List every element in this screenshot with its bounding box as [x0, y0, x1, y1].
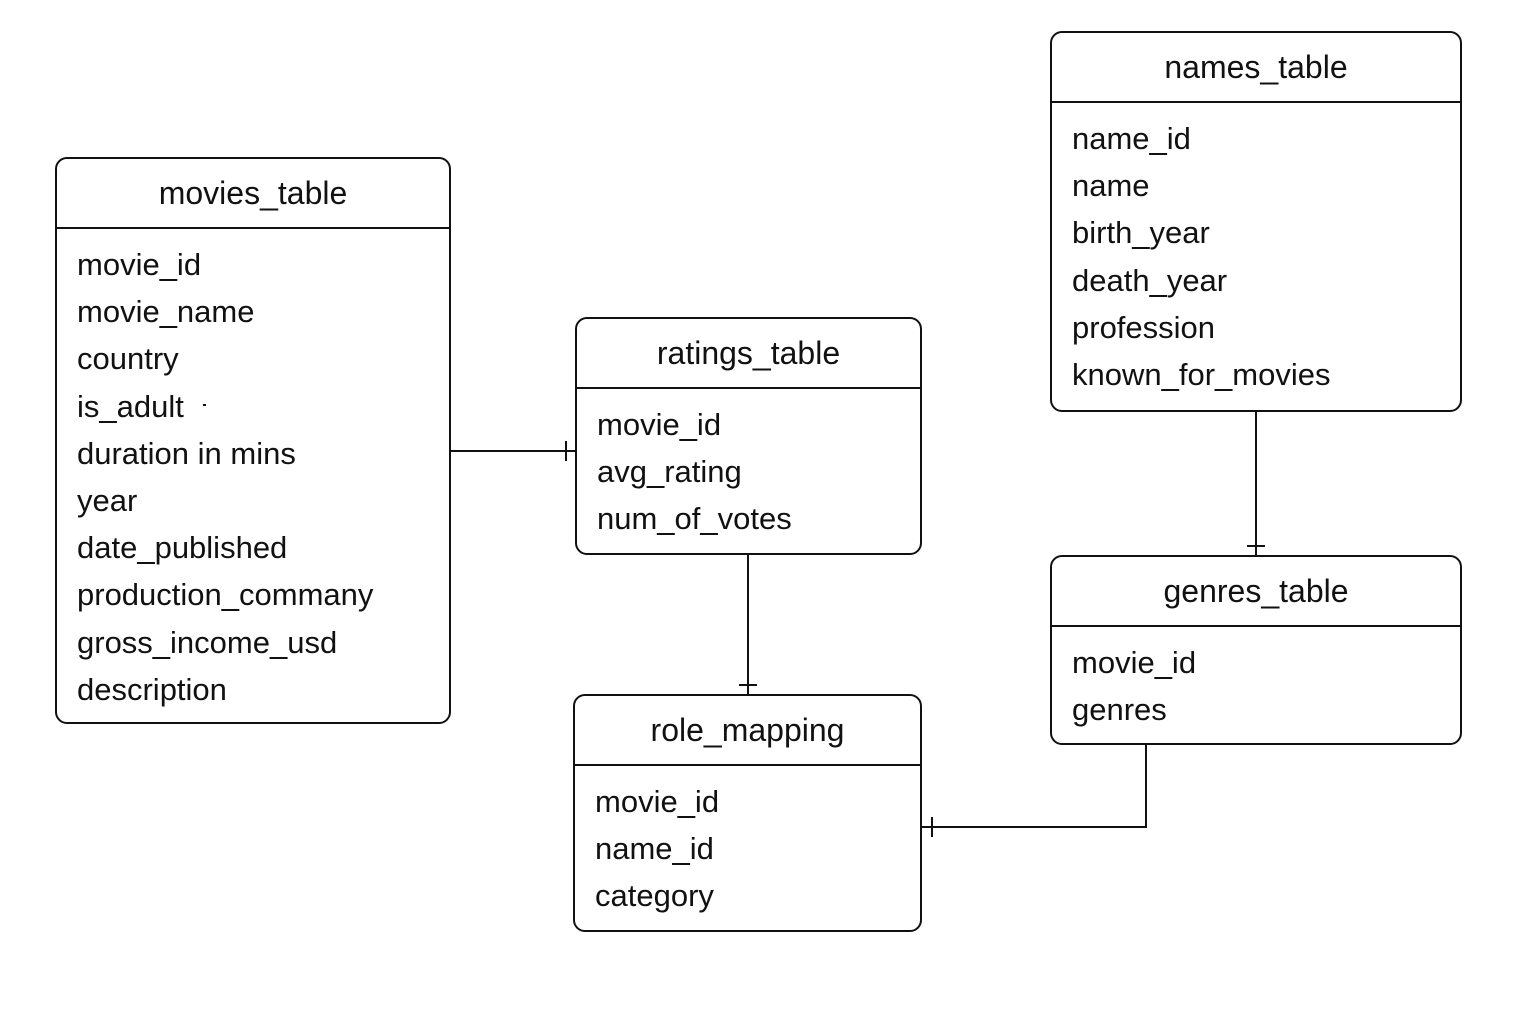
entity-ratings-table: ratings_table movie_id avg_rating num_of… — [575, 317, 922, 555]
connector-names-genres — [1247, 412, 1265, 555]
field-movie-id: movie_id — [77, 247, 202, 282]
field-birth-year: birth_year — [1072, 215, 1210, 251]
field-name-id: name_id — [595, 831, 714, 867]
field-genres: genres — [1072, 692, 1167, 728]
field-duration: duration in mins — [77, 435, 296, 471]
entity-names-table: names_table name_id name birth_year deat… — [1050, 31, 1462, 412]
connector-genres-roles — [922, 745, 1147, 837]
field-num-of-votes: num_of_votes — [597, 501, 792, 537]
stray-tick-mark — [203, 404, 206, 406]
field-death-year: death_year — [1072, 262, 1228, 298]
field-year: year — [77, 483, 138, 519]
field-date-published: date_published — [77, 530, 288, 566]
entity-movies-table: movies_table movie_id movie_name country… — [55, 157, 451, 724]
field-movie-id: movie_id — [595, 784, 720, 819]
field-list: movie_id movie_name country is_adult dur… — [57, 229, 449, 713]
field-is-adult: is_adult — [77, 388, 184, 424]
field-description: description — [77, 671, 227, 707]
entity-genres-table: genres_table movie_id genres — [1050, 555, 1462, 745]
field-production-company: production_commany — [77, 577, 374, 613]
entity-title: role_mapping — [575, 696, 920, 766]
field-movie-id: movie_id — [1072, 645, 1197, 680]
field-name: name — [1072, 168, 1150, 204]
entity-title: ratings_table — [577, 319, 920, 389]
entity-title: names_table — [1052, 33, 1460, 103]
field-list: movie_id avg_rating num_of_votes — [577, 389, 920, 543]
field-gross-income: gross_income_usd — [77, 624, 338, 660]
field-name-id: name_id — [1072, 121, 1191, 156]
field-profession: profession — [1072, 309, 1216, 345]
entity-title: genres_table — [1052, 557, 1460, 627]
field-known-for-movies: known_for_movies — [1072, 357, 1331, 393]
field-avg-rating: avg_rating — [597, 454, 742, 490]
connector-ratings-roles — [739, 555, 757, 694]
field-list: movie_id genres — [1052, 627, 1460, 733]
field-country: country — [77, 341, 179, 377]
entity-role-mapping: role_mapping movie_id name_id category — [573, 694, 922, 932]
field-movie-name: movie_name — [77, 294, 255, 330]
entity-title: movies_table — [57, 159, 449, 229]
field-category: category — [595, 878, 714, 914]
field-list: movie_id name_id category — [575, 766, 920, 920]
connector-movies-ratings — [451, 441, 575, 461]
field-movie-id: movie_id — [597, 407, 722, 442]
field-list: name_id name birth_year death_year profe… — [1052, 103, 1460, 398]
